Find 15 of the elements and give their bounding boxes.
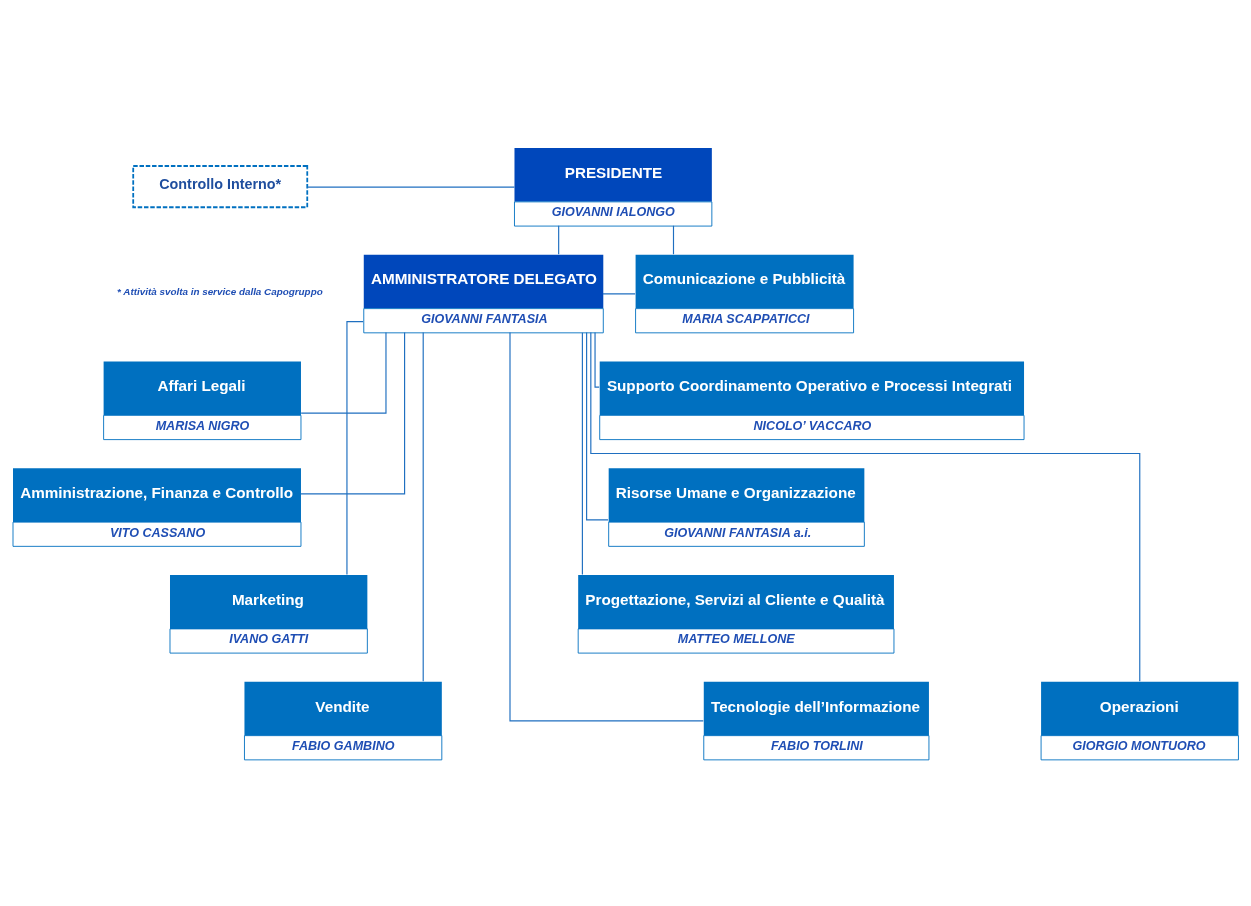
connector xyxy=(590,331,1141,682)
connector xyxy=(300,331,387,414)
connector xyxy=(602,292,636,294)
connector xyxy=(306,185,516,188)
node-box: Controllo Interno* xyxy=(132,164,309,208)
label: * Attività svolta in service dalla Capogruppo xyxy=(117,285,323,297)
connector xyxy=(558,224,560,255)
connector xyxy=(509,331,704,721)
connector xyxy=(594,331,600,388)
connector xyxy=(300,331,406,494)
connector xyxy=(581,331,583,575)
connector xyxy=(672,224,675,255)
connector xyxy=(422,331,424,682)
connector xyxy=(346,320,364,575)
connector xyxy=(586,331,609,520)
